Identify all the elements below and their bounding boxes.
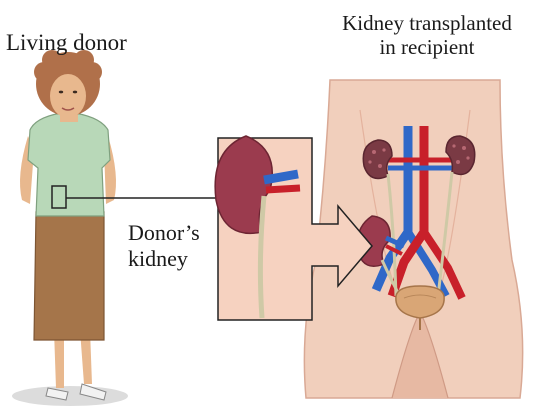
kidney-label-line2: kidney: [128, 246, 188, 271]
recipient-label-line1: Kidney transplanted: [342, 11, 512, 35]
kidney-label-line1: Donor’s: [128, 220, 200, 245]
recipient-label-line2: in recipient: [379, 35, 474, 59]
donor-label: Living donor: [6, 30, 127, 55]
donor-figure: [12, 50, 128, 406]
